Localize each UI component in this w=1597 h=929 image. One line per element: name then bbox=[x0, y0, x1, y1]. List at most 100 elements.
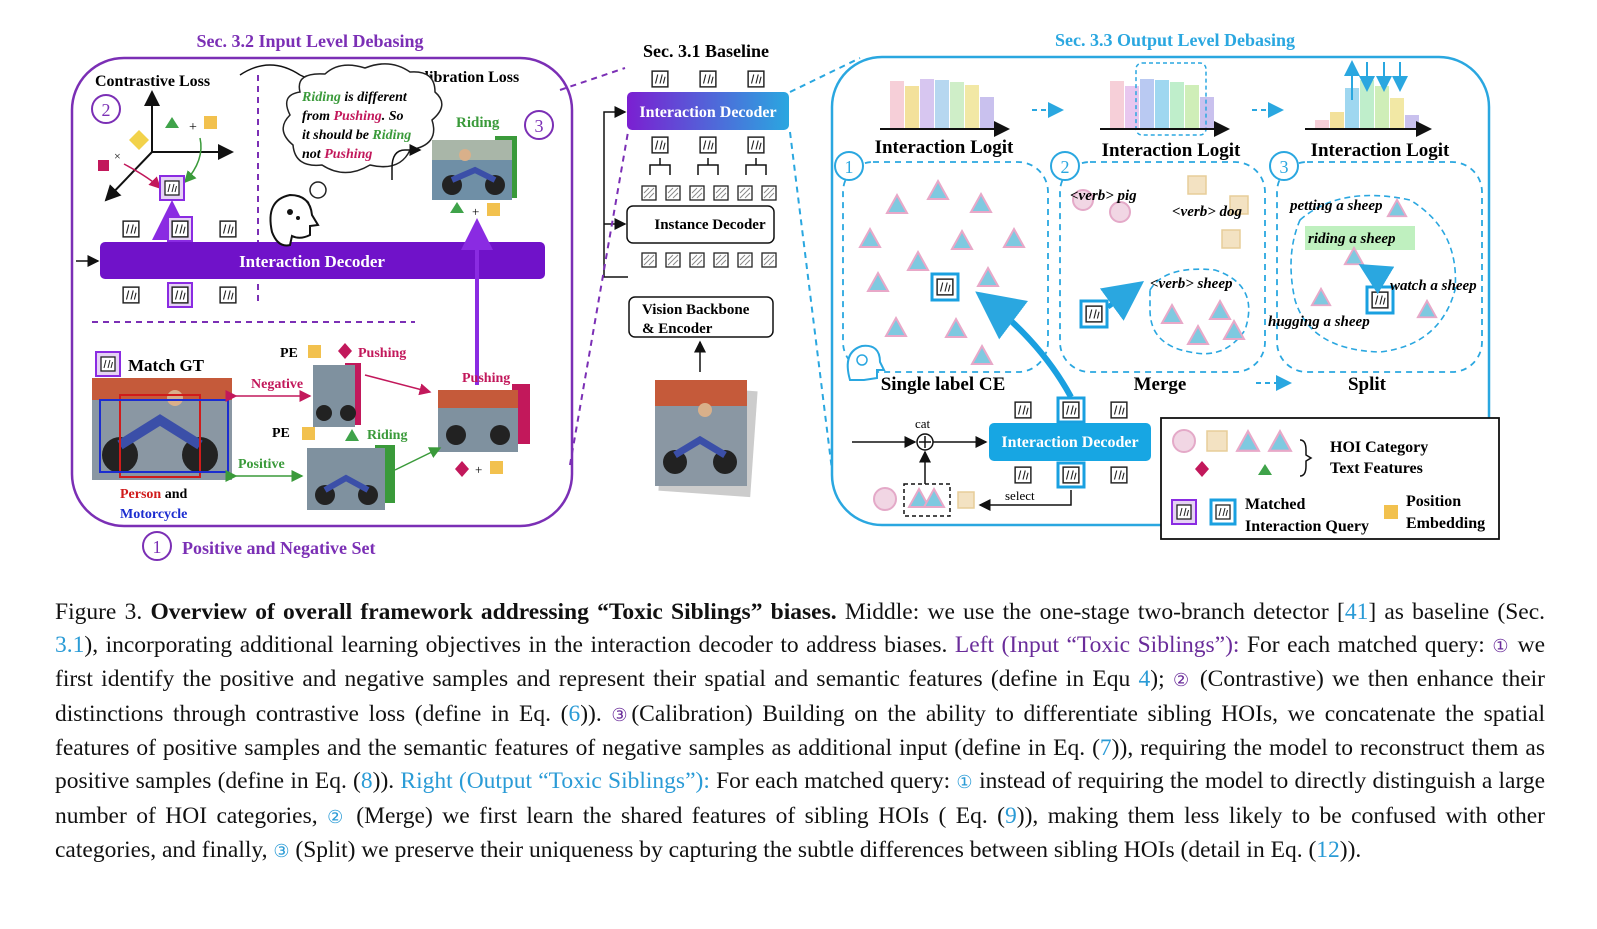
lightbulb-head-icon bbox=[846, 344, 886, 381]
positive-label: Positive bbox=[238, 457, 285, 472]
framework-figure: Sec. 3.2 Input Level Debasing Contrastiv… bbox=[70, 30, 1500, 561]
equation-link-7[interactable]: 7 bbox=[1099, 735, 1112, 762]
caption-text-6: ); bbox=[1150, 666, 1173, 693]
right-interaction-decoder bbox=[989, 423, 1151, 461]
caption-text-16: (Split) we preserve their uniqueness by … bbox=[289, 837, 1317, 864]
circled-three-blue: ③ bbox=[273, 841, 290, 863]
watch-label: watch a sheep bbox=[1390, 278, 1477, 294]
legend-hoi-1: HOI Category bbox=[1330, 439, 1428, 456]
equation-link-4[interactable]: 4 bbox=[1138, 666, 1151, 693]
caption-text-13: instead of requiring the model to direct… bbox=[55, 767, 1546, 829]
right-panel: Sec. 3.3 Output Level Debasing Interacti… bbox=[830, 30, 1500, 540]
calibration-photo bbox=[432, 140, 512, 200]
pushing-label-1: Pushing bbox=[358, 346, 406, 361]
calibration-riding-label: Riding bbox=[456, 115, 500, 131]
instance-decoder-label: Instance Decoder bbox=[654, 217, 766, 233]
right-panel-title: Sec. 3.3 Output Level Debasing bbox=[1055, 30, 1295, 50]
single-label-ce: Single label CE bbox=[881, 374, 1006, 395]
pushing-label-2: Pushing bbox=[462, 371, 510, 386]
legend-pos-2: Embedding bbox=[1406, 515, 1485, 532]
circled-three-purple: ③ bbox=[611, 704, 632, 726]
svg-text:it should be Riding: it should be Riding bbox=[302, 128, 411, 143]
legend-matched-1: Matched bbox=[1245, 496, 1306, 513]
thinking-head-icon bbox=[269, 193, 320, 247]
vision-backbone-label-1: Vision Backbone bbox=[642, 302, 750, 318]
caption-right-label: Right (Output “Toxic Siblings”): bbox=[400, 767, 710, 794]
and-label: and bbox=[161, 487, 187, 502]
legend-pos-1: Position bbox=[1406, 493, 1461, 510]
caption-text-3: ), incorporating additional learning obj… bbox=[84, 631, 955, 658]
pe-label-1: PE bbox=[280, 346, 298, 361]
equation-link-9[interactable]: 9 bbox=[1005, 802, 1017, 829]
riding-sheep-label: riding a sheep bbox=[1308, 231, 1396, 247]
motorcycle-label: Motorcycle bbox=[120, 507, 187, 522]
middle-interaction-decoder-label: Interaction Decoder bbox=[639, 104, 776, 121]
pushing-photo bbox=[438, 390, 518, 452]
step-1-badge: 1 bbox=[153, 537, 162, 557]
vision-backbone bbox=[628, 296, 774, 338]
caption-text-8: )). bbox=[580, 700, 612, 727]
circled-one-blue: ① bbox=[956, 771, 973, 793]
caption-text-15: )), making them less likely to be confus… bbox=[55, 802, 1545, 864]
thought-line2a: from bbox=[302, 109, 334, 124]
left-panel-title: Sec. 3.2 Input Level Debasing bbox=[196, 31, 423, 51]
verb-pig-label: <verb> pig bbox=[1070, 188, 1137, 204]
thought-word-riding-2: Riding bbox=[371, 128, 411, 143]
split-label: Split bbox=[1348, 374, 1387, 395]
embedding-axes bbox=[104, 90, 234, 202]
instance-decoder bbox=[626, 205, 775, 244]
citation-link-41[interactable]: 41 bbox=[1344, 599, 1369, 625]
thought-cloud bbox=[282, 63, 443, 174]
equation-link-6[interactable]: 6 bbox=[568, 700, 581, 727]
contrastive-loss-label: Contrastive Loss bbox=[95, 73, 210, 90]
logit-label-3: Interaction Logit bbox=[1311, 140, 1450, 161]
section-link-3-1[interactable]: 3.1 bbox=[55, 631, 85, 658]
caption-text-12: For each matched query: bbox=[709, 767, 957, 794]
svg-text:Person and: Person and bbox=[120, 487, 188, 502]
equation-link-12[interactable]: 12 bbox=[1316, 837, 1340, 864]
left-interaction-decoder bbox=[100, 242, 545, 279]
step-3-badge: 3 bbox=[535, 116, 544, 136]
plus-sign-2: + bbox=[472, 204, 479, 219]
times-sign: × bbox=[114, 149, 121, 163]
logit-hist-1 bbox=[880, 79, 1010, 137]
select-label: select bbox=[1005, 488, 1035, 503]
caption-text-1: Middle: we use the one-stage two-branch … bbox=[836, 599, 1345, 625]
thought-line4a: not bbox=[302, 147, 324, 162]
negative-photo bbox=[313, 365, 356, 427]
caption-left-label: Left (Input “Toxic Siblings”): bbox=[954, 631, 1240, 658]
thought-line2b: . So bbox=[382, 109, 404, 124]
gt-photo bbox=[92, 378, 232, 480]
left-panel-frame bbox=[70, 56, 574, 528]
thought-word-pushing-2: Pushing bbox=[324, 147, 372, 162]
caption-title: Overview of overall framework addressing… bbox=[150, 599, 837, 625]
verb-sheep-label: <verb> sheep bbox=[1150, 276, 1233, 292]
figure-caption: Figure 3. Overview of overall framework … bbox=[55, 596, 1545, 869]
thought-line1: is different bbox=[341, 90, 408, 105]
plus-sign: + bbox=[189, 120, 197, 135]
legend-hoi-2: Text Features bbox=[1330, 460, 1423, 477]
vision-backbone-label-2: & Encoder bbox=[642, 321, 713, 337]
thought-word-pushing: Pushing bbox=[334, 109, 382, 124]
middle-interaction-decoder bbox=[627, 92, 789, 130]
caption-text-2: ] as baseline (Sec. bbox=[1368, 599, 1546, 625]
match-gt-label: Match GT bbox=[128, 356, 205, 375]
middle-panel-title: Sec. 3.1 Baseline bbox=[643, 41, 769, 61]
svg-text:from Pushing. So: from Pushing. So bbox=[302, 109, 404, 124]
legend-matched-2: Interaction Query bbox=[1245, 518, 1369, 535]
svg-text:not Pushing: not Pushing bbox=[302, 147, 372, 162]
positive-photo bbox=[307, 448, 385, 510]
caption-text-17: )). bbox=[1339, 837, 1362, 864]
right-interaction-decoder-label: Interaction Decoder bbox=[1001, 434, 1138, 451]
merge-label: Merge bbox=[1134, 374, 1187, 395]
input-photo bbox=[655, 380, 758, 498]
logit-label-1: Interaction Logit bbox=[875, 137, 1014, 158]
positive-negative-set-title: Positive and Negative Set bbox=[182, 538, 375, 558]
verb-dog-label: <verb> dog bbox=[1172, 204, 1242, 220]
riding-label-2: Riding bbox=[367, 428, 407, 443]
logit-hist-2 bbox=[1100, 62, 1230, 137]
right-step-2-badge: 2 bbox=[1061, 157, 1070, 177]
cat-label: cat bbox=[915, 416, 931, 431]
negative-label: Negative bbox=[251, 377, 303, 392]
equation-link-8[interactable]: 8 bbox=[360, 767, 373, 794]
